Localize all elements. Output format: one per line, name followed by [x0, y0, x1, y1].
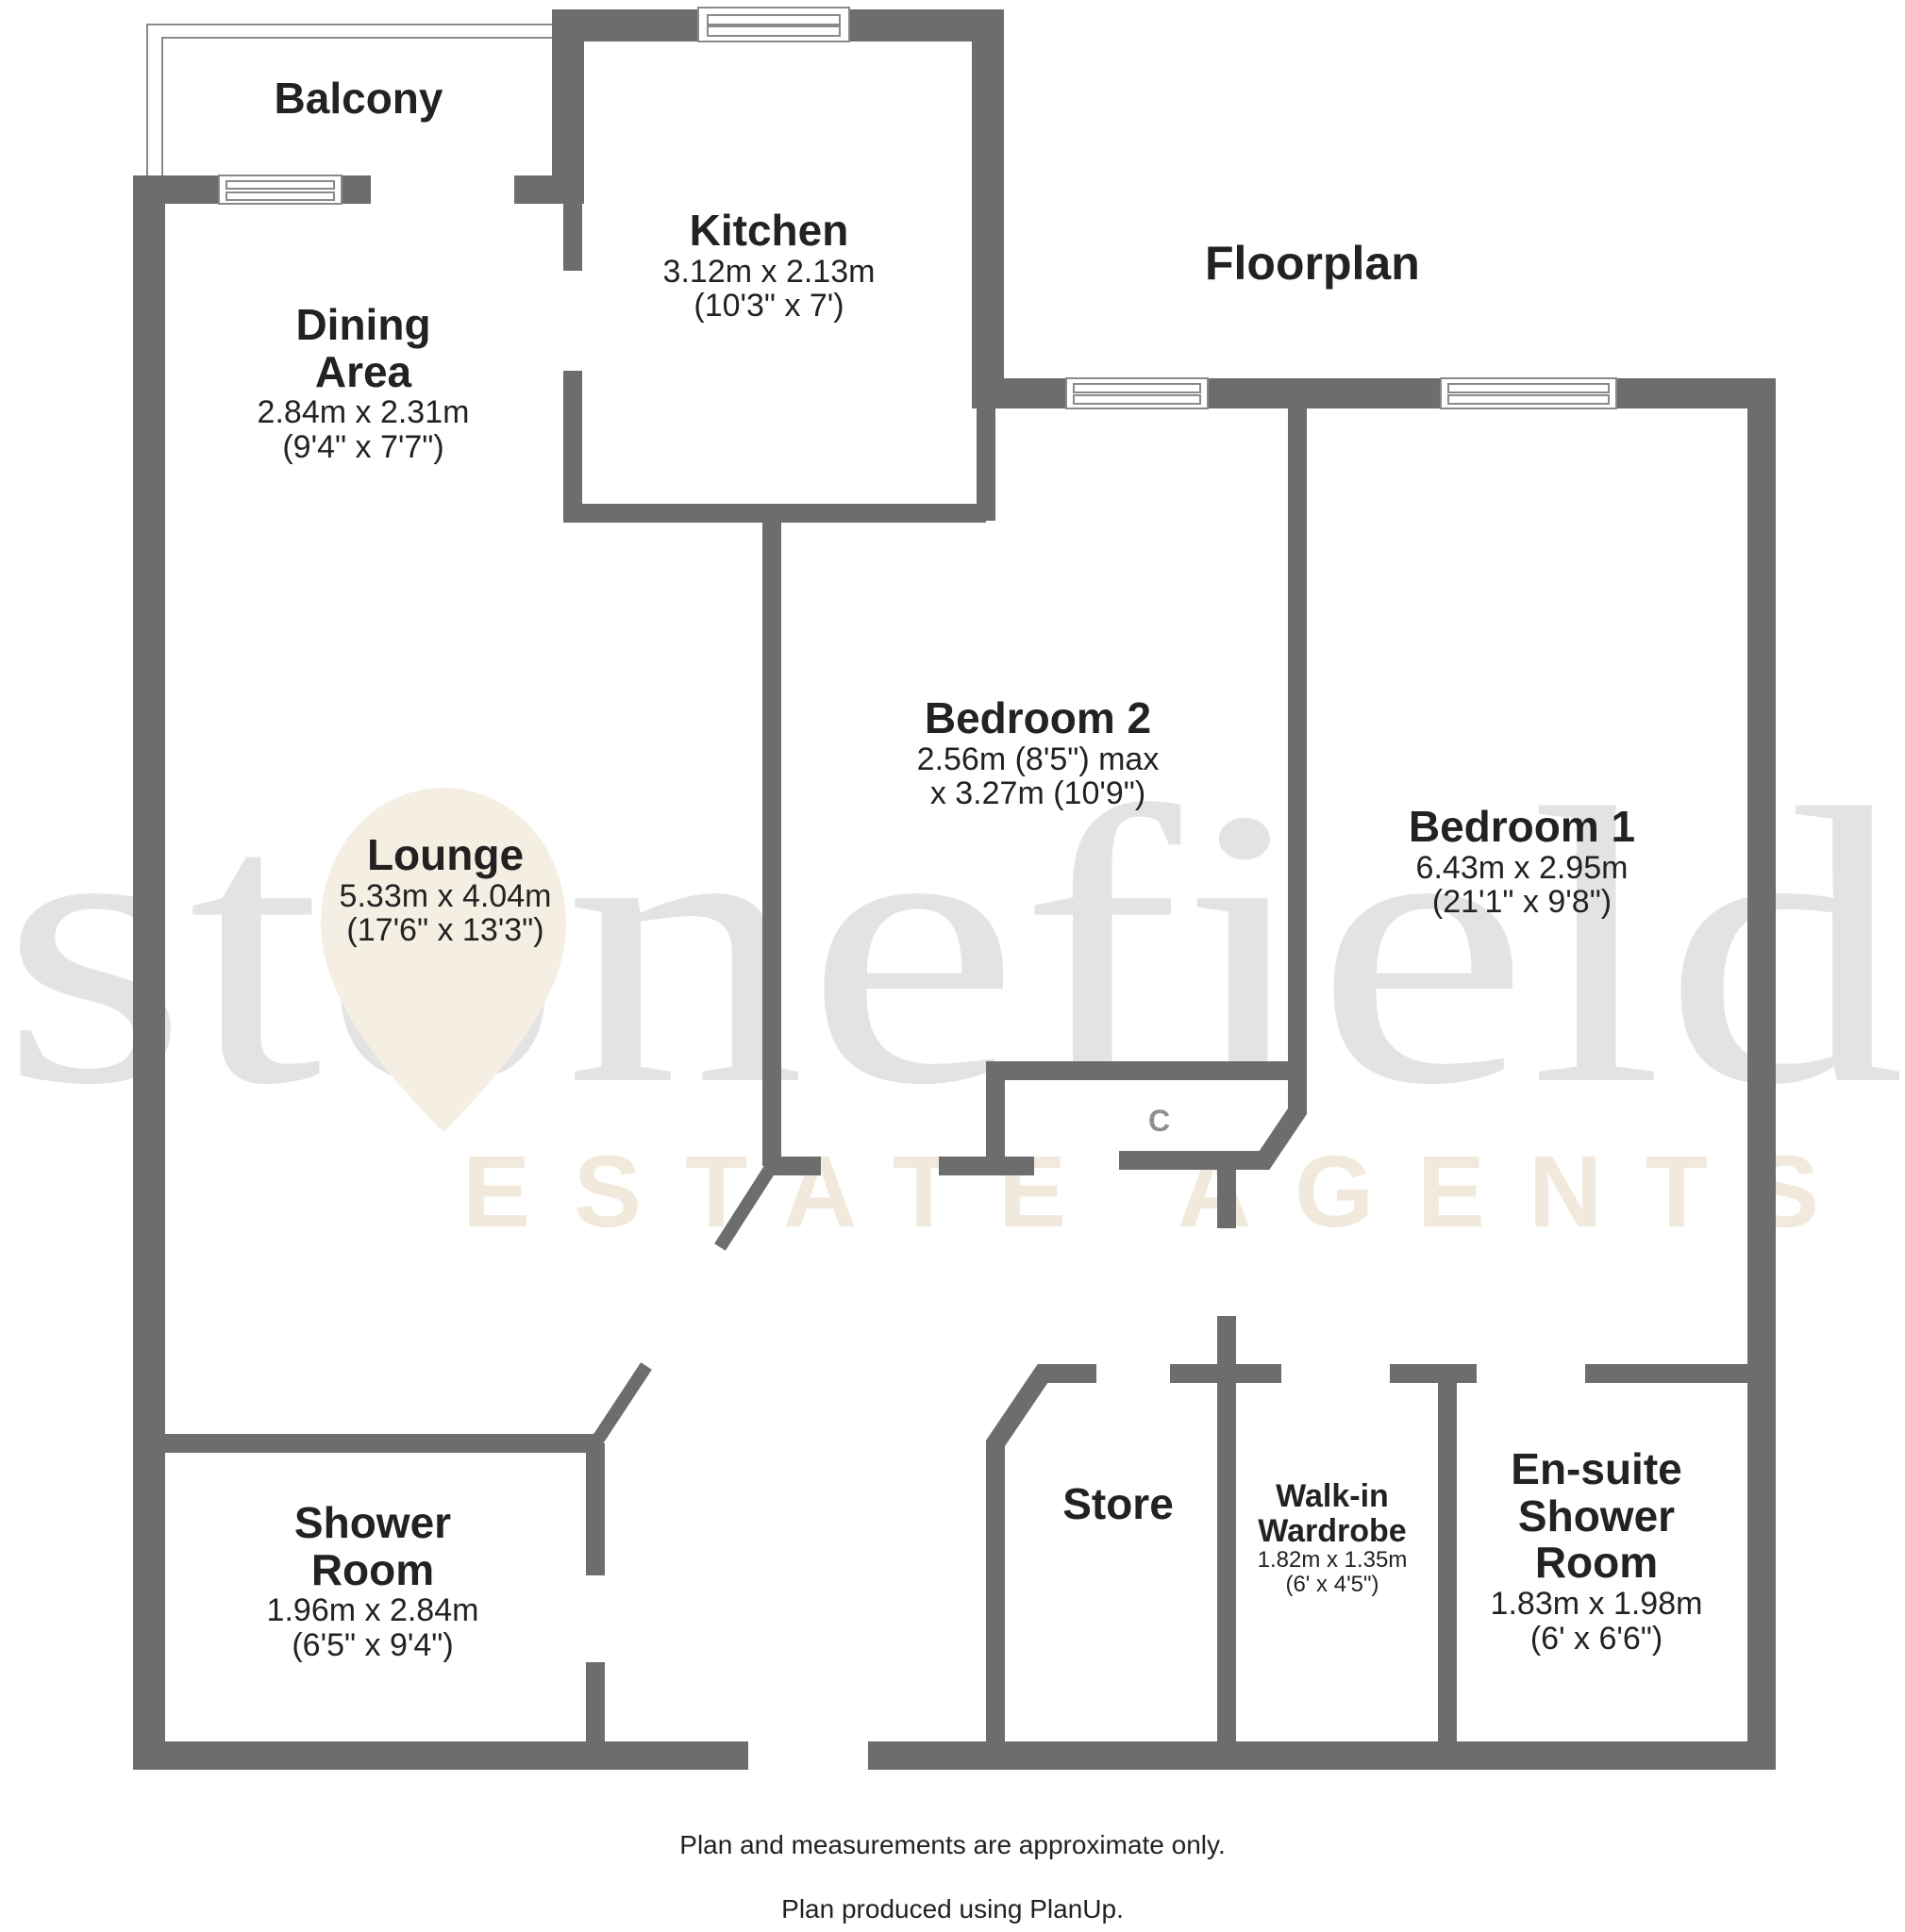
room-kitchen: Kitchen 3.12m x 2.13m (10'3" x 7')	[662, 206, 876, 325]
room-bedroom1-dim-imperial: (21'1" x 9'8")	[1431, 884, 1613, 921]
room-bedroom2-dim-line2: x 3.27m (10'9")	[929, 775, 1146, 812]
balcony-outline	[146, 24, 552, 175]
footer-disclaimer: Plan and measurements are approximate on…	[679, 1830, 1226, 1859]
room-ensuite-dim-metric: 1.83m x 1.98m	[1490, 1586, 1703, 1623]
watermark: stonefield ESTATE AGENTS	[0, 727, 1905, 1248]
room-ensuite: En-suite Shower Room 1.83m x 1.98m (6' x…	[1490, 1444, 1703, 1657]
room-wardrobe: Walk-in Wardrobe 1.82m x 1.35m (6' x 4'5…	[1258, 1479, 1408, 1597]
room-ensuite-name-line2: Shower	[1517, 1491, 1676, 1541]
room-wardrobe-name-line2: Wardrobe	[1258, 1512, 1407, 1549]
room-ensuite-name-line3: Room	[1534, 1538, 1659, 1588]
window-bedroom2	[1065, 377, 1209, 409]
room-dining-dim-metric: 2.84m x 2.31m	[257, 394, 470, 431]
interior-walls	[151, 198, 1757, 1751]
room-bedroom2-dim-line1: 2.56m (8'5") max	[916, 741, 1160, 777]
room-ensuite-dim-imperial: (6' x 6'6")	[1529, 1620, 1663, 1657]
room-lounge-name: Lounge	[366, 830, 525, 879]
room-dining: Dining Area 2.84m x 2.31m (9'4" x 7'7")	[257, 300, 470, 466]
footer-credit: Plan produced using PlanUp.	[781, 1894, 1124, 1924]
room-lounge-dim-imperial: (17'6" x 13'3")	[346, 912, 544, 949]
room-store: Store	[1062, 1479, 1174, 1528]
plan-title: Floorplan	[1205, 237, 1420, 290]
room-bedroom1-name: Bedroom 1	[1408, 802, 1636, 851]
room-dining-name-line1: Dining	[295, 300, 431, 349]
window-bedroom1	[1440, 377, 1617, 409]
room-kitchen-name: Kitchen	[689, 206, 849, 255]
room-ensuite-name-line1: En-suite	[1511, 1444, 1682, 1493]
room-shower-dim-metric: 1.96m x 2.84m	[266, 1592, 479, 1629]
room-lounge-dim-metric: 5.33m x 4.04m	[339, 877, 552, 914]
room-dining-dim-imperial: (9'4" x 7'7")	[282, 429, 444, 466]
room-store-name: Store	[1062, 1479, 1174, 1528]
room-bedroom2-name: Bedroom 2	[924, 693, 1152, 742]
watermark-pin-icon	[321, 788, 566, 1132]
room-lounge: Lounge 5.33m x 4.04m (17'6" x 13'3")	[339, 830, 552, 949]
window-kitchen	[697, 7, 850, 42]
room-wardrobe-dim-imperial: (6' x 4'5")	[1285, 1572, 1379, 1598]
window-dining	[218, 175, 343, 205]
room-bedroom2: Bedroom 2 2.56m (8'5") max x 3.27m (10'9…	[916, 693, 1160, 812]
room-wardrobe-dim-metric: 1.82m x 1.35m	[1257, 1547, 1408, 1574]
room-bedroom1: Bedroom 1 6.43m x 2.95m (21'1" x 9'8")	[1408, 802, 1636, 921]
room-cupboard-label: C	[1148, 1104, 1171, 1138]
room-balcony-name: Balcony	[274, 74, 443, 123]
room-wardrobe-name-line1: Walk-in	[1276, 1478, 1389, 1514]
room-shower-dim-imperial: (6'5" x 9'4")	[292, 1627, 454, 1664]
room-balcony: Balcony	[275, 75, 443, 123]
room-shower-name-line2: Room	[310, 1544, 435, 1594]
windows	[218, 7, 1617, 409]
room-kitchen-dim-metric: 3.12m x 2.13m	[662, 253, 876, 290]
room-kitchen-dim-imperial: (10'3" x 7')	[693, 288, 844, 325]
room-bedroom1-dim-metric: 6.43m x 2.95m	[1415, 849, 1629, 886]
room-dining-name-line2: Area	[314, 346, 412, 396]
watermark-brand-text: stonefield	[0, 727, 1905, 1166]
room-shower: Shower Room 1.96m x 2.84m (6'5" x 9'4")	[266, 1498, 479, 1664]
room-shower-name-line1: Shower	[293, 1498, 452, 1547]
